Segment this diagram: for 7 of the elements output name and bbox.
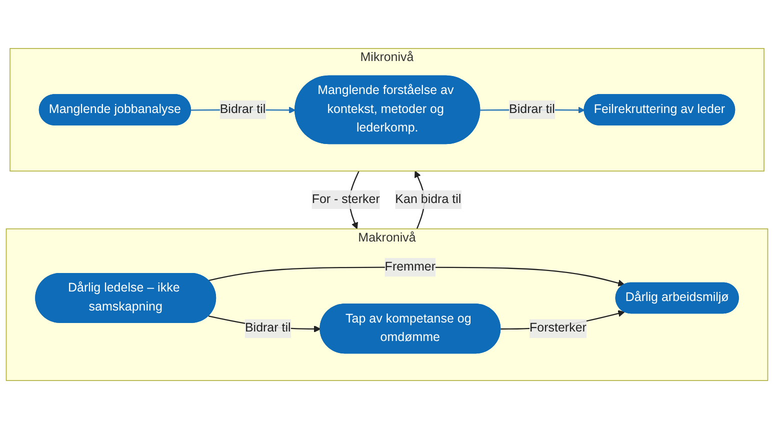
- edge-label: For - sterker: [312, 192, 380, 206]
- edge-label: Forsterker: [530, 322, 586, 335]
- edge-label: Kan bidra til: [395, 192, 462, 206]
- edge-label: Bidrar til: [220, 102, 266, 116]
- edge-label: Bidrar til: [509, 102, 555, 116]
- edge-label: Fremmer: [384, 260, 436, 274]
- edge-label: Bidrar til: [244, 322, 291, 335]
